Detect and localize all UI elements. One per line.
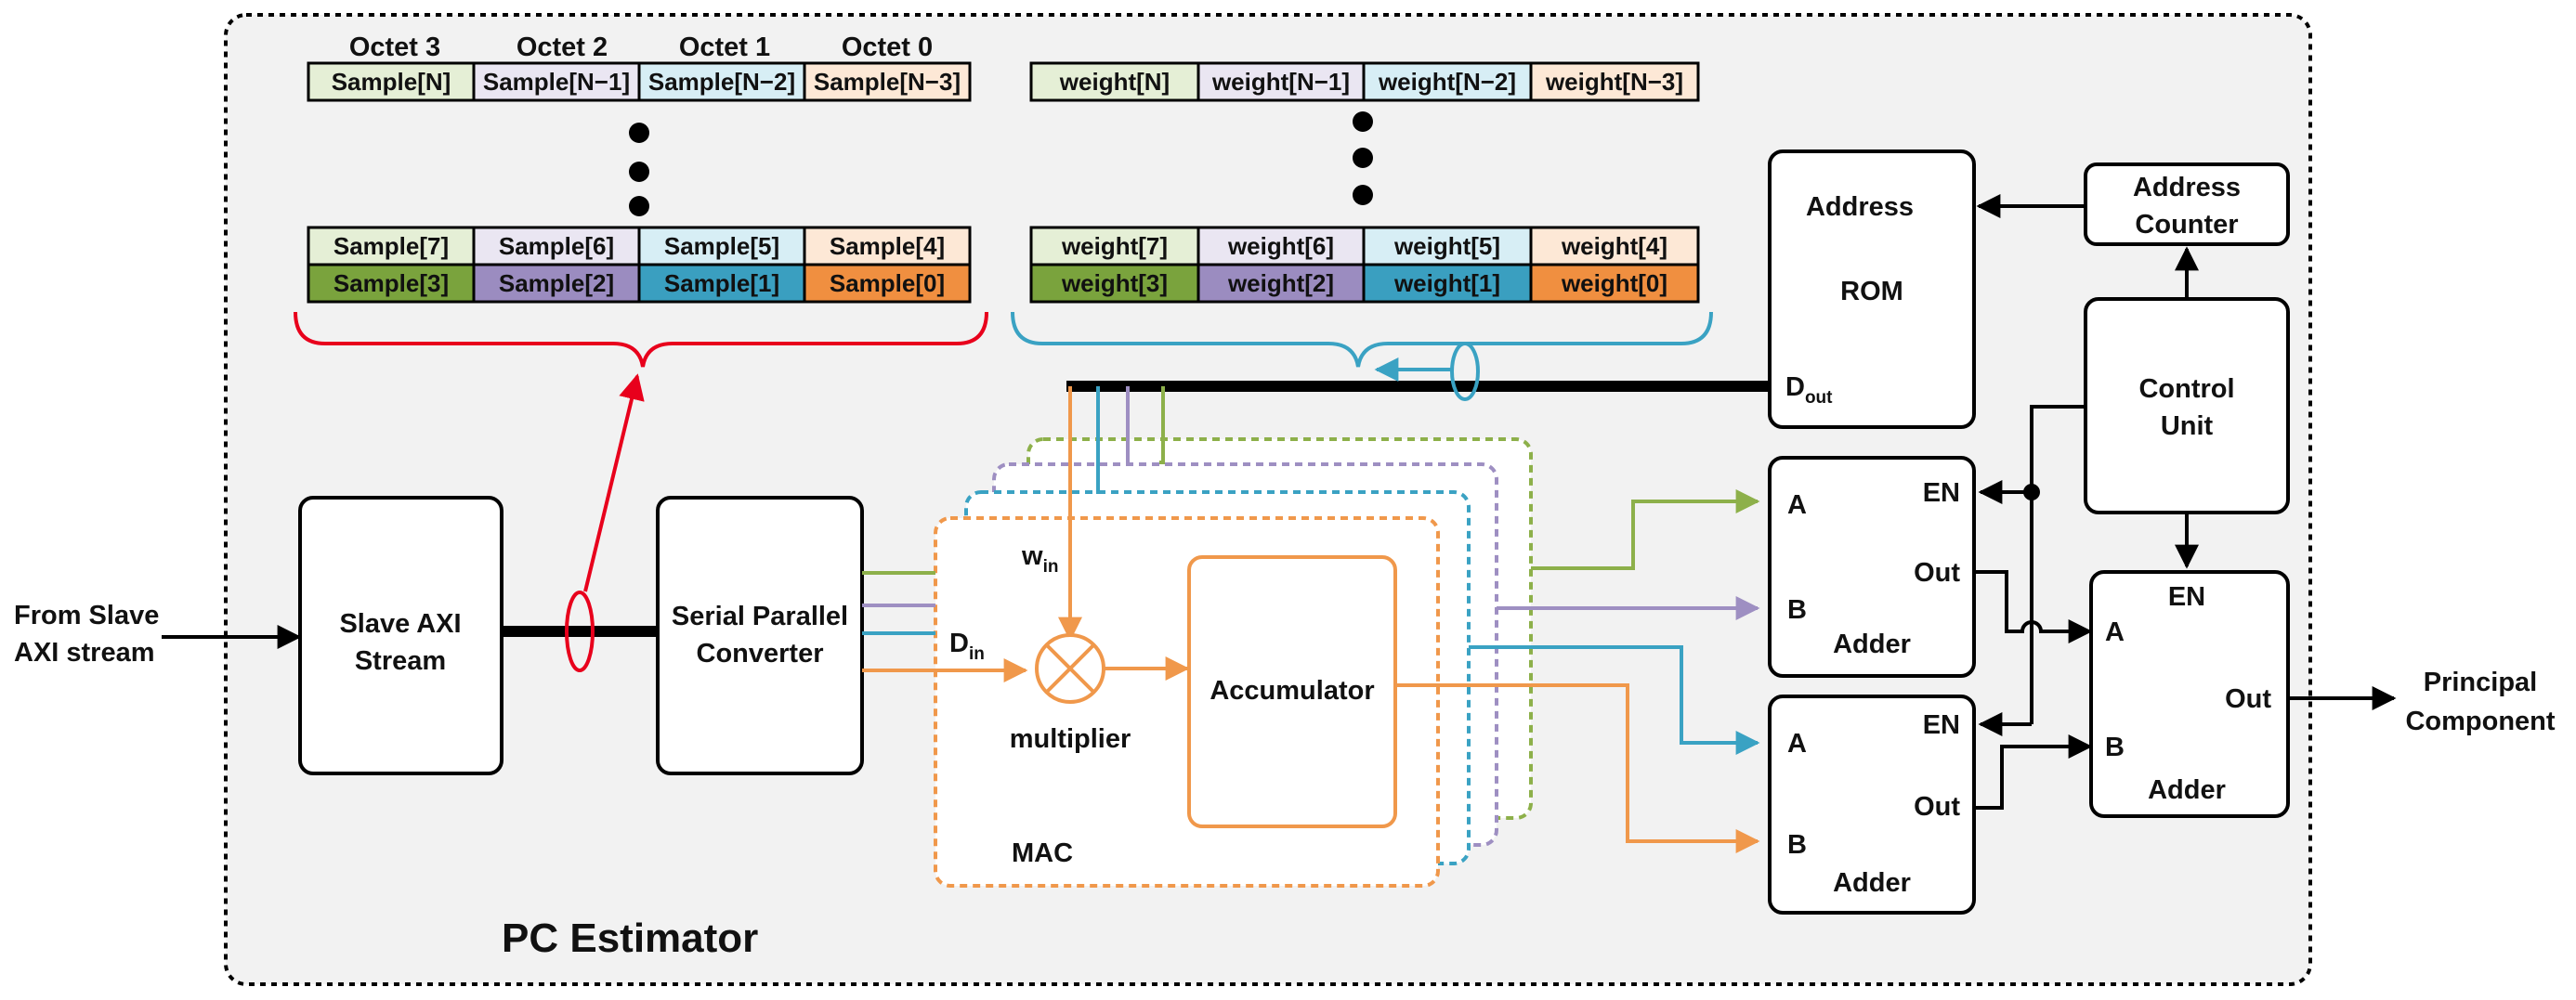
slave-axi-label: Stream — [355, 646, 446, 676]
sample-brace — [294, 311, 988, 368]
weight-cell: weight[N−3] — [1545, 68, 1683, 96]
adder-final-port-en: EN — [2168, 582, 2205, 612]
ellipsis-dot — [1353, 185, 1373, 205]
weight-cell: weight[5] — [1393, 232, 1500, 260]
adder-lower-block — [1768, 695, 1976, 915]
ellipsis-dot — [629, 162, 649, 182]
octet-header-0: Octet 0 — [842, 32, 933, 62]
control-enable-wire — [2030, 405, 2086, 724]
weight-green-line — [1159, 386, 1165, 464]
ellipsis-dot — [629, 123, 649, 143]
sample-cell: Sample[7] — [333, 232, 449, 260]
adder-final-port-a: A — [2105, 617, 2125, 647]
lower-out-to-final-b — [1974, 734, 2093, 810]
control-unit-block — [2084, 297, 2290, 514]
adder-final-block — [2089, 570, 2290, 818]
control-unit-label: Unit — [2161, 411, 2214, 441]
adder-lower-port-a: A — [1787, 729, 1807, 759]
adder-upper-block — [1768, 456, 1976, 678]
weight-cell: weight[0] — [1561, 269, 1667, 297]
weight-cell: weight[N−1] — [1211, 68, 1350, 96]
mac-blue-out — [1469, 645, 1760, 755]
weight-cell: weight[N] — [1059, 68, 1170, 96]
sample-table: Octet 3 Octet 2 Octet 1 Octet 0 Sample[N… — [294, 32, 988, 368]
axi-bus-tap — [565, 591, 595, 672]
adder-upper-port-b: B — [1787, 595, 1807, 625]
ellipsis-dot — [629, 196, 649, 216]
input-label: AXI stream — [14, 638, 155, 668]
multiplier-label: multiplier — [1010, 724, 1131, 754]
adder-final-label: Adder — [2148, 775, 2226, 805]
mac-orange-out — [1395, 683, 1760, 853]
adder-upper-port-a: A — [1787, 490, 1807, 520]
adder-lower-port-en: EN — [1923, 710, 1960, 740]
sample-cell: Sample[N−3] — [814, 68, 961, 96]
sample-cell: Sample[3] — [333, 269, 449, 297]
din-label: Din — [949, 629, 985, 664]
rom-dout-port: Dout — [1785, 372, 1833, 408]
output-label: Principal — [2424, 668, 2538, 697]
adder-final-port-b: B — [2105, 733, 2125, 762]
sample-cell: Sample[N−1] — [483, 68, 630, 96]
adder-upper-port-en: EN — [1923, 478, 1960, 508]
accumulator-block — [1187, 555, 1397, 828]
weight-cell: weight[7] — [1061, 232, 1168, 260]
sample-cell: Sample[1] — [664, 269, 779, 297]
input-label: From Slave — [14, 601, 159, 630]
win-label: win — [1021, 541, 1058, 577]
slave-axi-label: Slave AXI — [339, 609, 461, 639]
mac-label: MAC — [1012, 838, 1073, 868]
weight-table: weight[N] weight[N−1] weight[N−2] weight… — [1011, 61, 1713, 368]
adder-lower-label: Adder — [1833, 868, 1911, 898]
serial-parallel-converter-block — [656, 496, 864, 775]
address-counter-label: Address — [2133, 173, 2241, 202]
adder-upper-label: Adder — [1833, 630, 1911, 659]
sample-cell: Sample[N−2] — [648, 68, 795, 96]
control-unit-label: Control — [2138, 374, 2234, 404]
adder-upper-port-out: Out — [1914, 558, 1960, 588]
octet-header-3: Octet 3 — [349, 32, 440, 62]
output-label: Component — [2405, 707, 2555, 736]
accumulator-label: Accumulator — [1210, 676, 1374, 706]
sample-cell: Sample[N] — [332, 68, 451, 96]
weight-cell: weight[6] — [1227, 232, 1334, 260]
adder-lower-port-b: B — [1787, 830, 1807, 860]
weight-cell: weight[1] — [1393, 269, 1500, 297]
pc-estimator-title: PC Estimator — [502, 916, 758, 961]
enable-junction — [2023, 484, 2040, 500]
weight-cell: weight[4] — [1561, 232, 1667, 260]
weight-cell: weight[N−2] — [1378, 68, 1516, 96]
ellipsis-dot — [1353, 111, 1373, 132]
address-counter-label: Counter — [2135, 210, 2238, 240]
rom-address-port: Address — [1806, 192, 1914, 222]
weight-cell: weight[2] — [1227, 269, 1334, 297]
sample-cell: Sample[6] — [499, 232, 614, 260]
rom-block — [1768, 149, 1976, 429]
weight-brace — [1011, 311, 1713, 368]
adder-lower-port-out: Out — [1914, 792, 1960, 822]
sample-cell: Sample[2] — [499, 269, 614, 297]
rom-label: ROM — [1840, 277, 1903, 306]
sample-cell: Sample[0] — [830, 269, 945, 297]
serial-parallel-label: Serial Parallel — [672, 602, 848, 631]
sample-cell: Sample[5] — [664, 232, 779, 260]
adder-final-port-out: Out — [2225, 684, 2271, 714]
serial-parallel-label: Converter — [697, 639, 824, 669]
sample-cell: Sample[4] — [830, 232, 945, 260]
axi-bus-tap-arrow — [583, 373, 645, 592]
ellipsis-dot — [1353, 148, 1373, 168]
upper-out-to-final-a — [1974, 570, 2093, 643]
octet-header-2: Octet 2 — [517, 32, 608, 62]
mac-green-out — [1531, 489, 1760, 570]
weight-cell: weight[3] — [1061, 269, 1168, 297]
octet-header-1: Octet 1 — [679, 32, 770, 62]
